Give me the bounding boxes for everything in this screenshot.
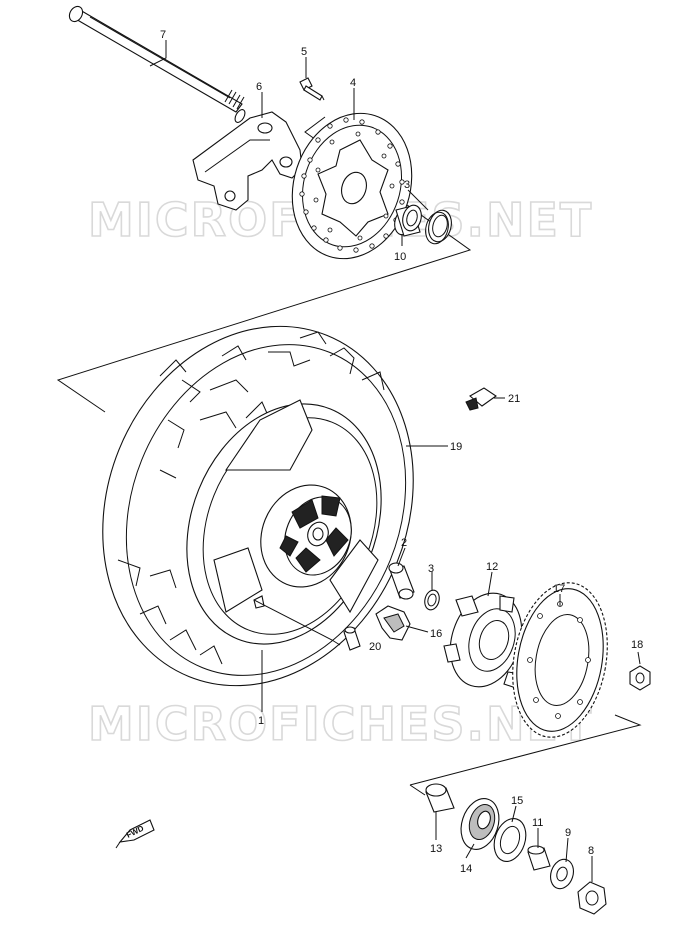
callout-11: 11 <box>532 817 543 829</box>
callout-7: 7 <box>160 29 166 41</box>
sprocket-nut <box>629 665 651 691</box>
rear-sprocket <box>512 582 608 738</box>
tire-valve <box>343 626 361 651</box>
callout-1: 1 <box>258 715 264 727</box>
axle-washer <box>550 858 574 890</box>
callout-2: 2 <box>401 537 407 549</box>
callout-6: 6 <box>256 81 262 93</box>
cush-damper <box>375 605 411 641</box>
caliper-bracket <box>192 111 303 211</box>
callout-3-lower: 3 <box>428 563 434 575</box>
right-spacer <box>388 562 415 600</box>
callout-3-top: 3 <box>404 179 410 191</box>
collar <box>425 783 455 813</box>
oil-seal-top <box>425 209 452 245</box>
callout-21: 21 <box>508 393 520 405</box>
callout-18: 18 <box>631 639 643 651</box>
forward-direction-arrow: FWD <box>115 819 155 849</box>
watermark-bottom: MICROFICHES.NET <box>88 697 593 751</box>
leader-lines <box>149 40 641 882</box>
callout-20: 20 <box>369 641 381 653</box>
balance-weight <box>465 387 497 411</box>
callout-labels: 7 6 5 4 3 10 21 19 2 3 12 17 18 16 20 1 … <box>160 29 643 875</box>
left-spacer <box>394 204 422 237</box>
bearing <box>460 798 500 850</box>
callout-10: 10 <box>394 251 406 263</box>
oil-seal-lower <box>424 589 440 611</box>
callout-5: 5 <box>301 46 307 58</box>
callout-16: 16 <box>430 628 442 640</box>
brake-disc <box>291 112 413 260</box>
callout-13: 13 <box>430 843 442 855</box>
oil-seal-hub <box>493 818 527 862</box>
disc-bolt <box>299 77 325 101</box>
callout-19: 19 <box>450 441 462 453</box>
axle-nut <box>577 881 607 915</box>
callout-14: 14 <box>460 863 472 875</box>
callout-8: 8 <box>588 845 594 857</box>
tread-pattern <box>117 331 385 665</box>
hub-spacer <box>527 845 551 871</box>
callout-15: 15 <box>511 795 523 807</box>
callout-9: 9 <box>565 827 571 839</box>
rear-axle <box>68 5 246 123</box>
sprocket-carrier <box>443 592 523 689</box>
wheel-rim <box>186 399 382 645</box>
callout-12: 12 <box>486 561 498 573</box>
cush-drive-dampers <box>279 495 349 573</box>
callout-4: 4 <box>350 77 356 89</box>
disc-holes <box>299 117 405 253</box>
callout-17: 17 <box>553 583 565 595</box>
assembly-guide-lines <box>56 116 642 796</box>
